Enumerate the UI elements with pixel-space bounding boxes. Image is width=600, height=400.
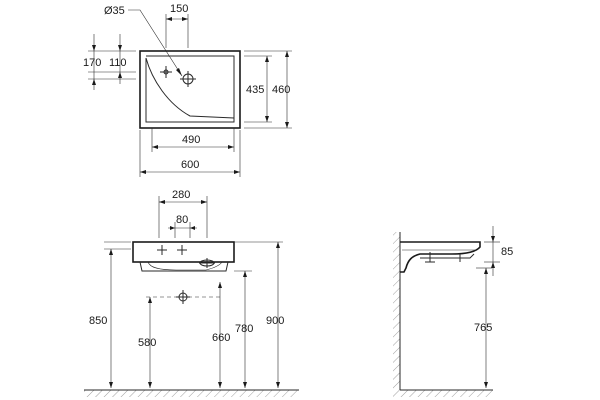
waste-hole-marker	[180, 71, 196, 87]
wall-hatch	[393, 232, 400, 390]
dim-height-total: 900	[266, 315, 284, 327]
basin-outline-front	[132, 241, 235, 263]
waste-outlet-marker	[146, 290, 220, 304]
dim-hole-diameter: Ø35	[104, 5, 125, 17]
floor-hatch-side	[393, 390, 493, 397]
waste-marker-front	[199, 258, 215, 268]
basin-outline-top	[139, 50, 241, 129]
front-view: 280 80	[84, 189, 299, 397]
dim-depth-inner: 435	[246, 84, 264, 96]
tap-marker-front	[157, 245, 187, 255]
dim-height-underside: 780	[235, 323, 253, 335]
dim-depth-outer: 460	[272, 84, 290, 96]
dim-height-rim: 850	[89, 315, 107, 327]
dim-width-inner: 490	[182, 134, 200, 146]
floor-hatch-front	[84, 390, 299, 397]
dim-left-outer: 170	[83, 57, 101, 69]
dim-height-bottom: 765	[474, 322, 492, 334]
dim-height-under-right: 660	[212, 332, 230, 344]
dim-bowl-depth: 85	[501, 246, 513, 258]
dim-width-top: 280	[172, 189, 190, 201]
dim-width-outer: 600	[181, 159, 199, 171]
side-view: 85 765	[393, 226, 513, 397]
bowl-inner-edge	[145, 55, 235, 123]
dim-left-inner: 110	[109, 57, 127, 69]
tap-hole-marker	[160, 66, 172, 78]
basin-profile-side	[400, 241, 481, 273]
dim-width-bottom: 80	[176, 214, 188, 226]
dim-height-waste: 580	[138, 337, 156, 349]
dim-tap-offset: 150	[170, 3, 188, 15]
top-view: Ø35 150 170 110 435 460	[83, 3, 292, 177]
